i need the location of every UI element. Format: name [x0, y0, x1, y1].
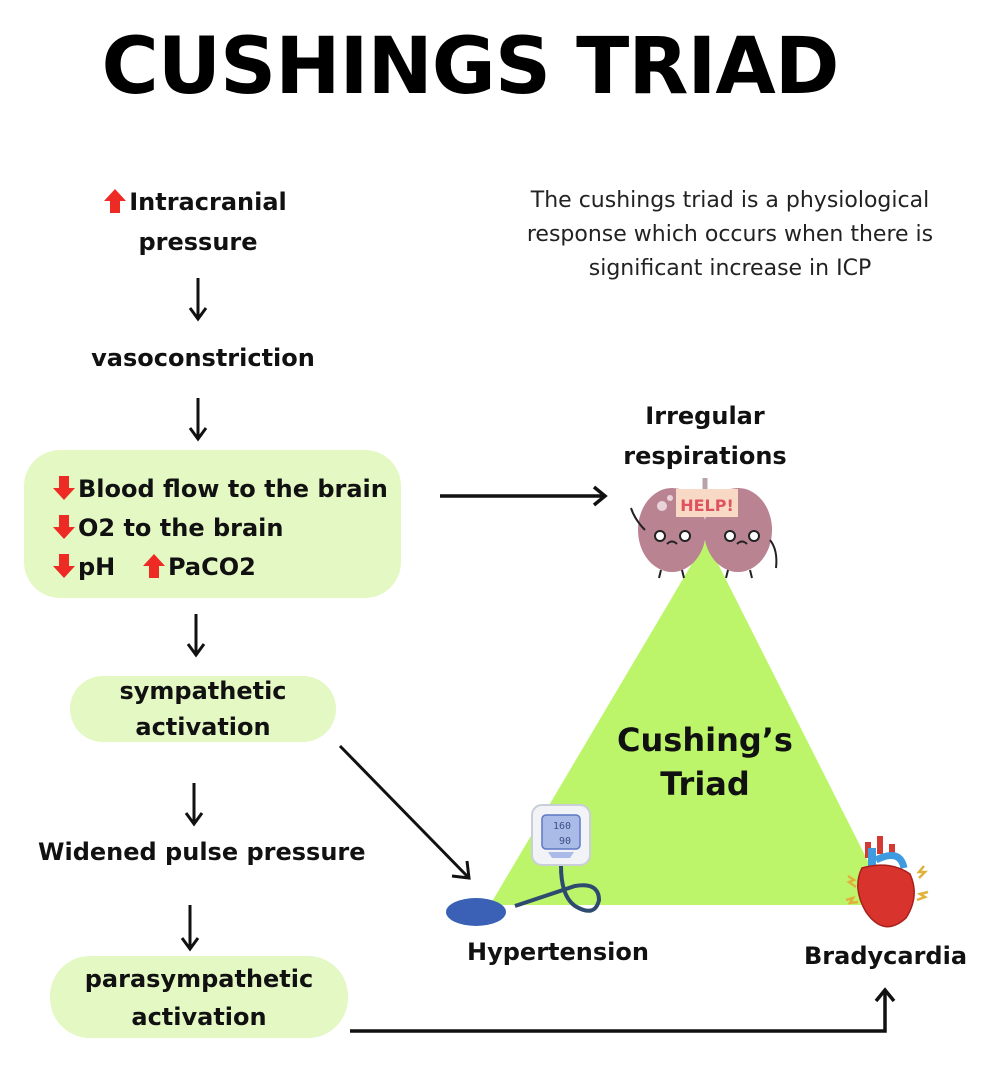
down-arrow-3	[186, 614, 206, 658]
decrease-arrow-icon	[53, 554, 75, 578]
step-effects-box: Blood flow to the brain O2 to the brain …	[24, 450, 401, 598]
effect-o2: O2 to the brain	[52, 509, 388, 548]
arrow-to-hypertension	[338, 744, 471, 880]
page-title: CUSHINGS TRIAD	[101, 22, 839, 112]
step-intracranial-pressure: Intracranial pressure	[80, 182, 310, 262]
step-1-line-2: pressure	[138, 228, 258, 256]
decrease-arrow-icon	[53, 476, 75, 500]
triad-hypertension-label: Hypertension	[467, 938, 649, 966]
down-arrow-4	[184, 783, 204, 827]
step-widened-pulse-pressure: Widened pulse pressure	[38, 838, 366, 866]
blood-pressure-monitor-icon: 160 90	[446, 804, 602, 926]
arrow-to-bradycardia	[350, 987, 896, 1033]
lungs-icon: HELP!	[630, 478, 778, 579]
description-text: The cushings triad is a physiological re…	[526, 188, 934, 281]
increase-arrow-icon	[142, 554, 165, 578]
bp-diastolic: 90	[559, 836, 571, 847]
effect-blood-flow: Blood flow to the brain	[52, 470, 388, 509]
step-1-line-1: Intracranial	[129, 188, 287, 216]
triad-bradycardia-label: Bradycardia	[804, 942, 968, 970]
heart-icon	[845, 836, 929, 928]
help-sign-text: HELP!	[680, 496, 734, 515]
down-arrow-2	[188, 398, 208, 442]
triad-irregular-respirations: Irregular respirations	[623, 402, 787, 470]
step-sympathetic-activation: sympathetic activation	[70, 676, 336, 742]
decrease-arrow-icon	[53, 515, 75, 539]
arrow-to-respirations	[440, 485, 608, 507]
down-arrow-1	[188, 278, 208, 322]
effect-ph-paco2: pH PaCO2	[52, 548, 388, 587]
increase-arrow-icon	[104, 189, 127, 213]
triad-center-label: Cushing’s Triad	[617, 721, 793, 803]
step-vasoconstriction: vasoconstriction	[91, 344, 315, 372]
down-arrow-5	[180, 905, 200, 952]
step-parasympathetic-activation: parasympathetic activation	[50, 956, 348, 1038]
bp-systolic: 160	[553, 821, 571, 832]
